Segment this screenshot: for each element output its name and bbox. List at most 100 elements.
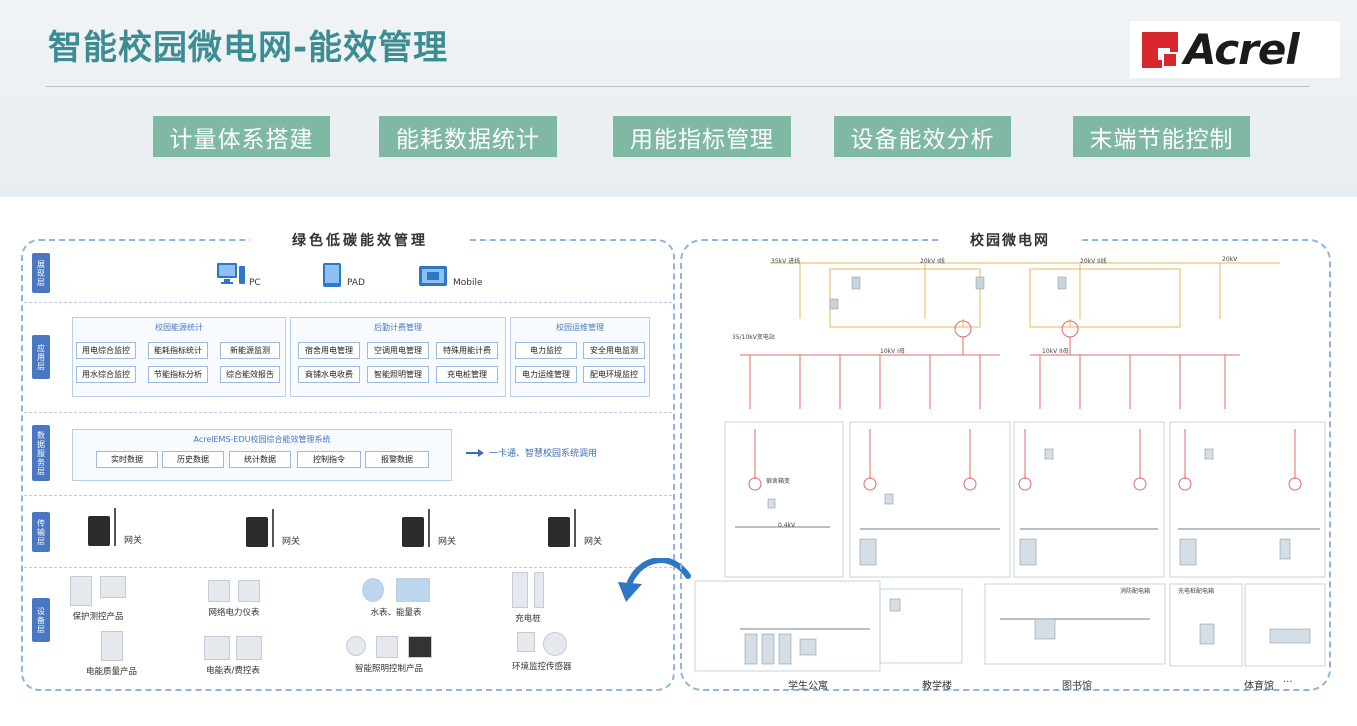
terminal-pc-label: PC (249, 278, 261, 288)
gateway-3: 网关 (402, 509, 457, 547)
power-quality-cabinet-icon (100, 631, 123, 661)
app-button[interactable]: 特殊用能计费 (436, 342, 498, 359)
gateway-4: 网关 (548, 509, 603, 547)
data-service-button[interactable]: 报警数据 (365, 451, 429, 468)
light-sensor-icon (346, 636, 366, 656)
label-20kv-line-2: 20kV II线 (1080, 258, 1107, 265)
gateway-label: 网关 (584, 537, 603, 547)
tab-metering[interactable]: 计量体系搭建 (153, 116, 330, 157)
gateway-icon (548, 509, 576, 547)
label-bus-1: 10kV I母 (880, 348, 905, 355)
protection-relay-icon (70, 576, 92, 606)
single-line-diagram (694, 262, 1326, 672)
data-service-button[interactable]: 实时数据 (96, 451, 158, 468)
charging-post-icon (534, 572, 544, 608)
data-service-button[interactable]: 历史数据 (162, 451, 224, 468)
product-env-sensor: 环境监控传感器 (512, 632, 572, 672)
app-button[interactable]: 充电桩管理 (436, 366, 498, 383)
group-title: 后勤计费管理 (374, 323, 422, 332)
gateway-label: 网关 (438, 537, 457, 547)
label-substation: 35/10kV变电站 (732, 334, 775, 341)
terminal-pc: PC (216, 262, 261, 288)
product-label: 保护测控产品 (72, 612, 124, 622)
label-dorm-transformer: 宿舍箱变 (766, 478, 791, 485)
group-title: 校园能源统计 (155, 323, 203, 332)
tab-energy-stats[interactable]: 能耗数据统计 (379, 116, 557, 157)
product-lighting-control: 智能照明控制产品 (346, 636, 432, 674)
tab-terminal-control[interactable]: 末端节能控制 (1073, 116, 1250, 157)
app-button[interactable]: 综合能效报告 (220, 366, 280, 383)
pc-icon (217, 263, 245, 284)
layer-separator (24, 302, 672, 303)
acrel-logo: Acrel (1130, 21, 1340, 78)
product-label: 环境监控传感器 (512, 662, 572, 672)
layer-separator (24, 412, 672, 413)
label-35kv-incoming: 35kV 进线 (771, 258, 801, 265)
tab-efficiency-analysis[interactable]: 设备能效分析 (834, 116, 1011, 157)
tablet-icon (323, 263, 341, 287)
product-water-meter: 水表、能量表 (362, 578, 430, 618)
microgrid-panel-title: 校园微电网 (940, 230, 1080, 250)
ems-system-title: AcrelEMS-EDU校园综合能效管理系统 (193, 435, 331, 444)
integration-note-text: 一卡通、智慧校园系统调用 (489, 449, 598, 459)
app-button[interactable]: 空调用电管理 (367, 342, 429, 359)
gateway-1: 网关 (88, 508, 142, 546)
layer-separator (24, 495, 672, 496)
app-button[interactable]: 安全用电监测 (583, 342, 645, 359)
product-label: 智能照明控制产品 (354, 664, 423, 674)
product-network-meter: 网络电力仪表 (208, 580, 260, 618)
charging-pile-icon (512, 572, 528, 608)
data-service-button[interactable]: 控制指令 (297, 451, 361, 468)
app-button[interactable]: 用水综合监控 (76, 366, 136, 383)
acrel-logo-mark-icon (1142, 31, 1178, 68)
label-lv: 0.4kV (778, 522, 796, 529)
layer-tag-transport: 传输层 (32, 512, 50, 552)
curved-arrow-icon (618, 558, 691, 602)
tab-indicator-mgmt[interactable]: 用能指标管理 (613, 116, 791, 157)
mobile-icon (419, 266, 447, 286)
more-buildings: ··· (1283, 677, 1293, 688)
terminal-mobile-label: Mobile (453, 278, 483, 288)
energy-meter-icon (396, 578, 430, 602)
layer-tag-data-service: 数据服务层 (32, 425, 50, 481)
product-label: 电能质量产品 (86, 667, 138, 677)
energy-mgmt-panel-title: 绿色低碳能效管理 (250, 230, 470, 250)
group-title: 校园运维管理 (556, 323, 604, 332)
power-meter-icon (208, 580, 230, 602)
label-ev-panel: 充电桩配电箱 (1178, 588, 1215, 595)
app-button[interactable]: 电力监控 (515, 342, 577, 359)
building-student-dorm: 学生公寓 (788, 681, 828, 692)
data-service-button[interactable]: 统计数据 (229, 451, 291, 468)
app-button[interactable]: 电力运维管理 (515, 366, 577, 383)
building-library: 图书馆 (1062, 681, 1092, 692)
app-button[interactable]: 商铺水电收费 (298, 366, 360, 383)
terminal-pad-label: PAD (347, 278, 365, 288)
app-button[interactable]: 配电环境监控 (583, 366, 645, 383)
arrow-right-icon (466, 448, 484, 457)
label-20kv-line-1: 20kV I线 (920, 258, 945, 265)
product-label: 电能表/费控表 (206, 666, 260, 676)
page-title: 智能校园微电网-能效管理 (48, 28, 449, 68)
electric-meter-icon (204, 636, 230, 660)
product-label: 水表、能量表 (370, 608, 422, 618)
app-button[interactable]: 用电综合监控 (76, 342, 136, 359)
integration-note: 一卡通、智慧校园系统调用 (466, 446, 597, 459)
app-button[interactable]: 能耗指标统计 (148, 342, 208, 359)
app-button[interactable]: 新能源监测 (220, 342, 280, 359)
terminal-pad: PAD (322, 262, 365, 288)
app-button[interactable]: 宿舍用电管理 (298, 342, 360, 359)
protection-panel-icon (100, 576, 126, 598)
label-emergency-panel: 消防配电箱 (1120, 588, 1151, 595)
logo-text: Acrel (1184, 25, 1300, 74)
layer-tag-device: 设备层 (32, 598, 50, 642)
layer-tag-presentation: 展现层 (32, 253, 50, 293)
switch-panel-icon (376, 636, 398, 658)
gateway-icon (88, 508, 116, 546)
product-label: 充电桩 (515, 614, 541, 624)
gateway-2: 网关 (246, 509, 300, 547)
product-power-quality: 电能质量产品 (86, 631, 137, 677)
app-button[interactable]: 智能照明管理 (367, 366, 429, 383)
app-button[interactable]: 节能指标分析 (148, 366, 208, 383)
control-panel-icon (408, 636, 432, 658)
